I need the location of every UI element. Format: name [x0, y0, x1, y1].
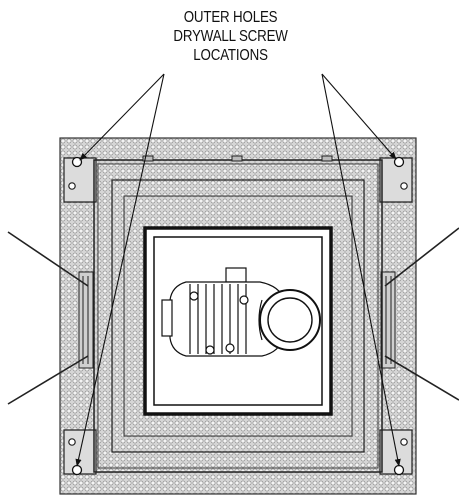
- fixture-icon: [161, 267, 321, 357]
- frame-tabs: [142, 155, 333, 162]
- leader-arrows: [75, 73, 401, 467]
- screw-hole-icon: [71, 156, 405, 476]
- callout-line-1: OUTER HOLES: [183, 9, 278, 26]
- corner-brackets: [63, 157, 413, 475]
- inner-frame-border: [123, 195, 353, 437]
- wire-arms: [7, 227, 459, 405]
- side-clip-left: [78, 271, 94, 369]
- callout-line-3: LOCATIONS: [193, 47, 268, 64]
- callout-line-2: DRYWALL SCREW: [173, 28, 288, 45]
- side-clip-right: [380, 271, 396, 369]
- frame-border: [97, 163, 379, 469]
